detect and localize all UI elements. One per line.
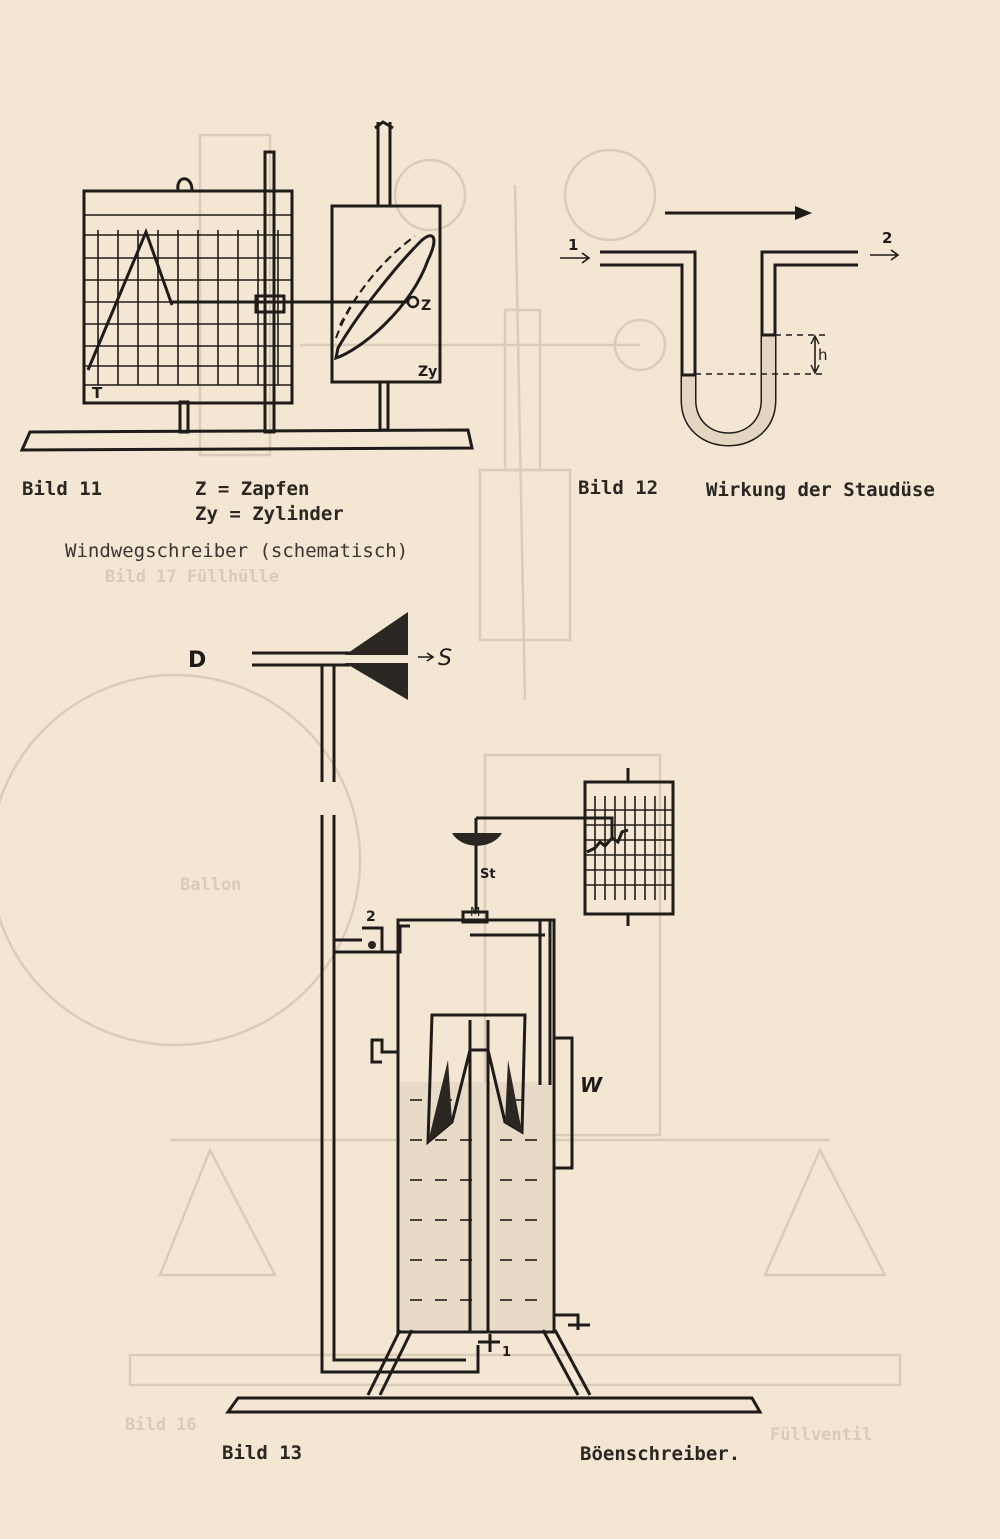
inlet-label: 1: [568, 236, 578, 254]
ghost-text-4: Füllventil: [770, 1425, 872, 1445]
figure-13-title: Böenschreiber.: [580, 1443, 741, 1465]
figure-13-number: Bild 13: [222, 1442, 303, 1464]
recorder-grid: [585, 796, 673, 900]
drum-label: T: [92, 384, 103, 402]
ghost-text-2: Bild 17 Füllhülle: [105, 567, 279, 587]
pressure-label: D: [188, 648, 206, 673]
suction-label: S: [438, 646, 452, 671]
figure-11-number: Bild 11: [22, 478, 103, 500]
tap-2-label: 2: [366, 909, 376, 925]
tap-1-label: 1: [502, 1345, 511, 1360]
bleed-through-drawing: Ballon Bild 17 Füllhülle Bild 16 Füllven…: [0, 133, 902, 1445]
figure-11-subtitle: Windwegschreiber (schematisch): [65, 540, 409, 562]
figure-11-legend-zapfen: Z = Zapfen: [195, 478, 310, 500]
ghost-text-1: Ballon: [180, 875, 241, 895]
figure-11-drawing: T Z Zy: [19, 120, 474, 452]
height-label: h: [818, 346, 828, 364]
figure-12-drawing: h 1 2: [560, 206, 900, 447]
pivot-label: Z: [421, 298, 431, 314]
outlet-label: 2: [882, 229, 892, 247]
cylinder-label: Zy: [418, 364, 437, 380]
rod-label: St: [480, 867, 496, 882]
figure-11-legend-zylinder: Zy = Zylinder: [195, 503, 344, 525]
figure-12-number: Bild 12: [578, 477, 659, 499]
figure-12-title: Wirkung der Staudüse: [706, 479, 935, 501]
figure-13-drawing: D S 2: [188, 612, 763, 1414]
ghost-text-3: Bild 16: [125, 1415, 197, 1435]
mark-label: M: [470, 905, 480, 919]
float-label: W: [580, 1073, 603, 1097]
